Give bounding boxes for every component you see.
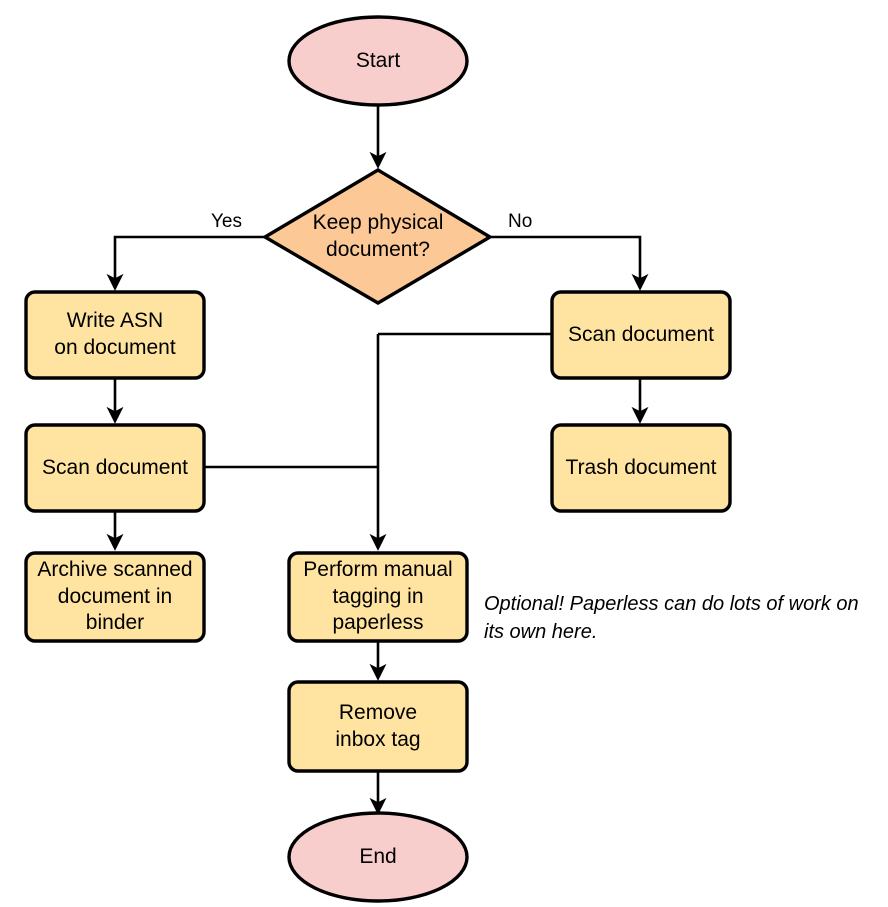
connector-group [106,104,649,815]
node-end-shape[interactable] [287,811,469,903]
node-manual-tagging-shape[interactable] [287,551,469,643]
edge-decision-no-to-scan-right [490,235,649,291]
node-archive-shape[interactable] [24,551,206,643]
node-start-shape[interactable] [287,15,469,107]
node-decision-shape[interactable] [261,168,494,305]
node-write-asn-shape[interactable] [24,290,206,380]
edge-decision-yes-to-write-asn [106,235,265,291]
edge-label-yes: Yes [211,211,242,232]
edge-label-no: No [508,211,533,232]
node-scan-right-shape[interactable] [550,290,732,380]
node-remove-inbox-shape[interactable] [287,680,469,773]
node-scan-left-shape[interactable] [24,423,206,513]
node-trash-shape[interactable] [550,423,732,513]
optional-note: Optional! Paperless can do lots of work … [484,593,859,643]
